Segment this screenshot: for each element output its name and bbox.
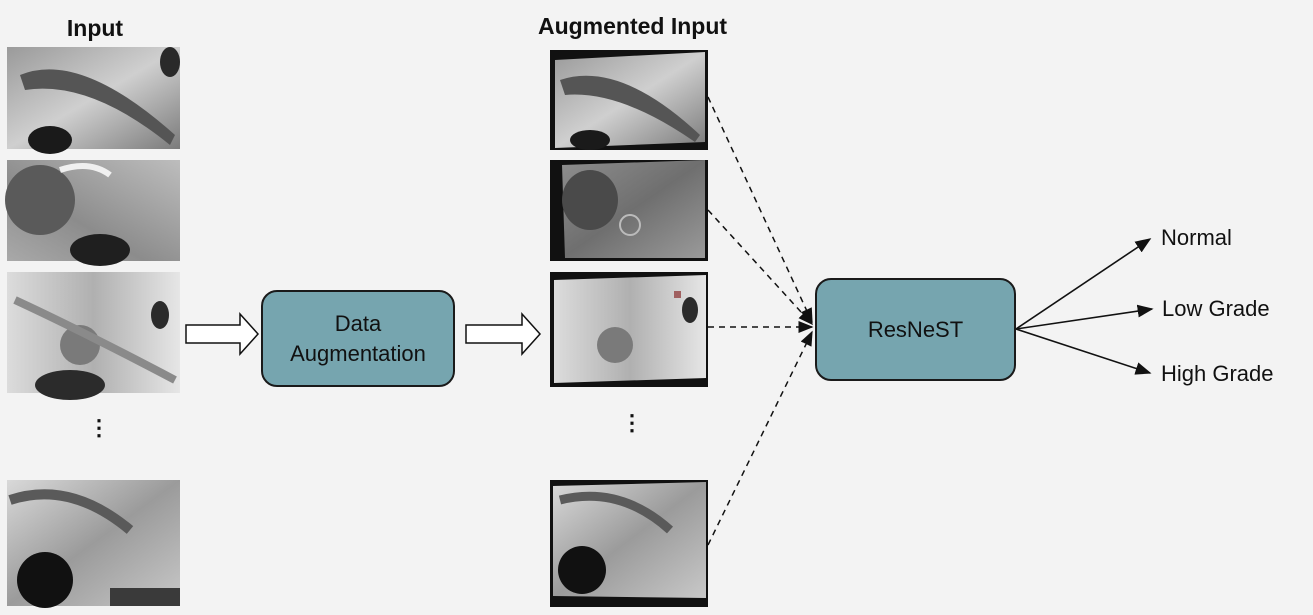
data-augmentation-box: Data Augmentation <box>261 290 455 387</box>
output-label-high-grade: High Grade <box>1161 361 1274 386</box>
output-label-normal: Normal <box>1161 225 1232 250</box>
data-augmentation-line1: Data <box>334 310 382 336</box>
resnest-label: ResNeST <box>867 316 964 342</box>
dashed-arrow-4 <box>707 330 813 546</box>
dashed-arrows <box>707 96 814 546</box>
augmented-ellipsis: ⋮ <box>621 410 643 435</box>
augmented-slice-2 <box>550 160 708 261</box>
augmented-slice-3 <box>550 272 708 387</box>
resnest-model-box: ResNeST <box>815 278 1016 381</box>
input-slice-3 <box>7 272 180 400</box>
input-slice-4 <box>7 480 180 608</box>
data-augmentation-line2: Augmentation <box>290 340 426 366</box>
output-label-low-grade: Low Grade <box>1162 296 1270 321</box>
input-slice-2 <box>5 160 180 266</box>
input-title: Input <box>66 15 124 41</box>
hollow-arrow-augmentation-to-augmented <box>465 312 542 356</box>
input-slice-1 <box>7 47 180 154</box>
output-arrows <box>1015 238 1154 375</box>
augmented-slice-1 <box>550 50 708 150</box>
hollow-arrow-input-to-augmentation <box>185 312 260 356</box>
augmented-input-title: Augmented Input <box>537 13 728 39</box>
arrow-to-high-grade <box>1015 328 1152 375</box>
input-ellipsis: ⋮ <box>88 415 110 440</box>
arrow-to-normal <box>1015 238 1152 330</box>
arrow-to-low-grade <box>1015 304 1154 330</box>
dashed-arrow-1 <box>707 96 813 324</box>
augmented-slice-4 <box>550 480 708 607</box>
dashed-arrow-2 <box>707 209 814 326</box>
